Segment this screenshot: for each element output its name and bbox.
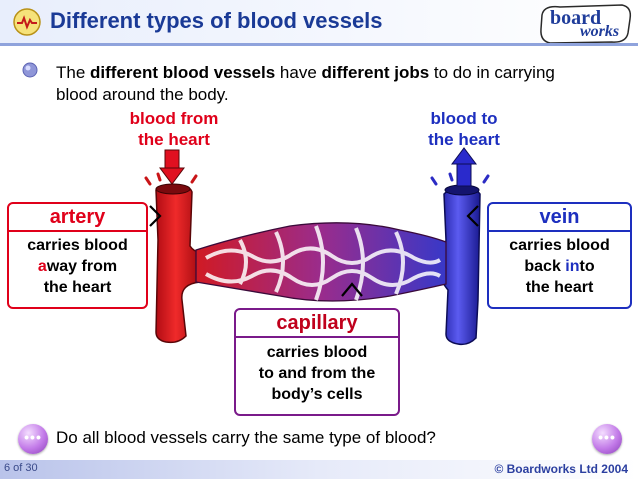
vein-pointer-icon: [466, 205, 479, 227]
slide-icon: [12, 7, 42, 37]
header-divider: [0, 43, 638, 46]
question-text: Do all blood vessels carry the same type…: [56, 428, 436, 447]
blood-from-heart-label: blood from the heart: [104, 108, 244, 150]
intro-bold-jobs: different jobs: [321, 63, 430, 82]
next-button[interactable]: •••: [592, 424, 622, 454]
boardworks-logo: board works: [538, 3, 634, 45]
capillary-title-wrap: capillary: [236, 310, 398, 338]
blood-to-line2: the heart: [428, 130, 500, 149]
capillary-pointer-icon: [341, 282, 363, 297]
vein-line2-highlight: in: [565, 258, 580, 275]
artery-line2-highlight: a: [37, 258, 47, 275]
footer-bar: [0, 460, 638, 479]
next-button-icon: •••: [598, 429, 616, 445]
artery-line1: carries blood: [27, 237, 128, 254]
capillary-line1: carries blood: [266, 344, 368, 361]
logo-word-works: works: [580, 23, 620, 40]
capillary-line3: body’s cells: [271, 386, 363, 403]
previous-button[interactable]: •••: [18, 424, 48, 454]
blood-from-line1: blood from: [129, 109, 219, 128]
blood-from-line2: the heart: [138, 130, 210, 149]
page-title: Different types of blood vessels: [50, 8, 383, 33]
intro-bold-vessels: different blood vessels: [90, 63, 276, 82]
capillary-line2: to and from the: [258, 365, 376, 382]
page-counter: 6 of 30: [4, 462, 38, 474]
logo-word-board: board: [550, 7, 602, 29]
capillary-title: capillary: [276, 312, 358, 334]
title-bar: [0, 0, 638, 44]
vein-line2-post: to: [579, 258, 595, 275]
vein-box: vein carries blood back into the heart: [487, 202, 632, 309]
copyright-text: © Boardworks Ltd 2004: [494, 462, 628, 476]
artery-vessel: [144, 172, 201, 344]
previous-button-icon: •••: [24, 429, 42, 445]
artery-pointer-icon: [149, 205, 162, 227]
vein-line2: back into: [489, 256, 630, 277]
title-bar-background: [0, 0, 638, 44]
intro-mid: have: [275, 63, 322, 82]
capillary-box: capillary carries blood to and from the …: [234, 308, 400, 416]
artery-box: artery carries blood away from the heart: [7, 202, 148, 309]
capillary-description: carries blood to and from the body’s cel…: [236, 338, 398, 405]
intro-text: The different blood vessels have differe…: [56, 62, 596, 106]
vein-line3: the heart: [525, 279, 594, 296]
vein-title: vein: [489, 204, 630, 232]
vein-vessel: [430, 172, 490, 346]
intro-post: to do in carrying blood around the body.: [56, 63, 555, 104]
vein-line2-pre: back: [524, 258, 566, 275]
vein-description: carries blood back into the heart: [489, 232, 630, 298]
artery-description: carries blood away from the heart: [9, 232, 146, 298]
artery-line3: the heart: [43, 279, 112, 296]
intro-pre: The: [56, 63, 91, 82]
blood-to-line1: blood to: [430, 109, 498, 128]
artery-line2: away from: [9, 256, 146, 277]
blood-in-arrow: [159, 149, 185, 185]
vein-line1: carries blood: [509, 237, 610, 254]
blood-to-heart-label: blood to the heart: [400, 108, 528, 150]
capillary-network: [195, 222, 447, 302]
bullet-icon: [22, 62, 38, 78]
artery-title: artery: [9, 204, 146, 232]
blood-out-arrow: [451, 147, 477, 187]
artery-line2-post: way from: [46, 258, 118, 275]
